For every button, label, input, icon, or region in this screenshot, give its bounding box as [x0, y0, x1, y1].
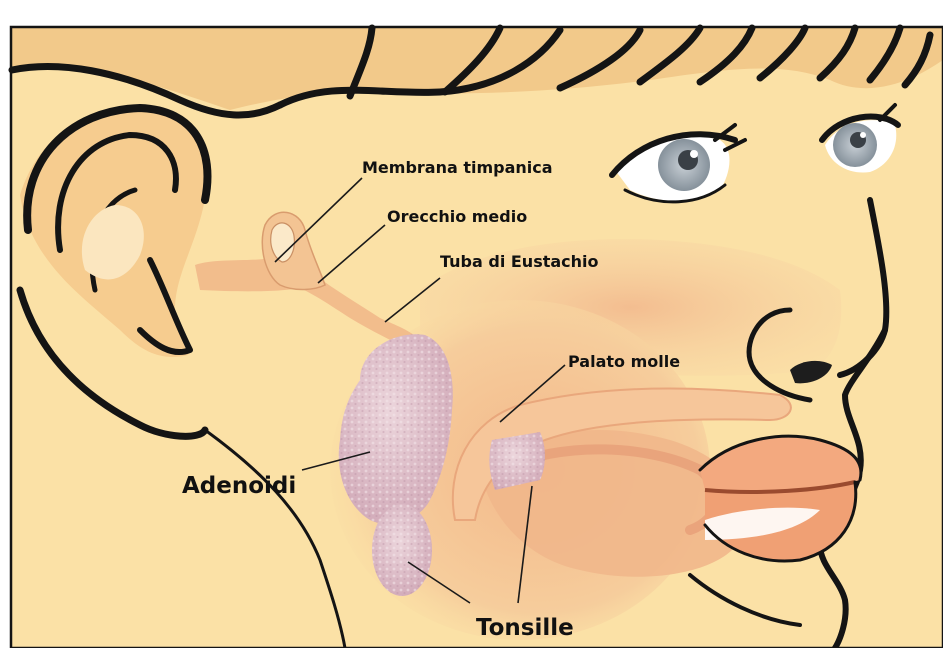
label-palato-molle: Palato molle — [568, 352, 680, 371]
label-adenoidi: Adenoidi — [182, 473, 296, 499]
lips — [700, 436, 861, 561]
tonsil-lower-texture — [372, 504, 432, 596]
label-tuba-di-eustachio: Tuba di Eustachio — [440, 252, 599, 271]
label-membrana-timpanica: Membrana timpanica — [362, 158, 553, 177]
label-orecchio-medio: Orecchio medio — [387, 207, 527, 226]
label-tonsille: Tonsille — [476, 615, 574, 641]
